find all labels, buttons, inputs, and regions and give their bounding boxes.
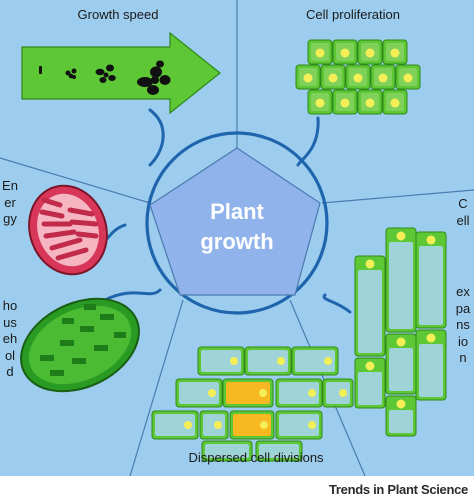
mitochondrion-icon — [28, 184, 108, 276]
proliferating-cell — [345, 64, 371, 90]
proliferating-cell — [320, 64, 346, 90]
cell-expansion-cluster — [354, 227, 447, 437]
segment-dividers — [0, 0, 474, 476]
proliferating-cell — [307, 39, 333, 65]
dispersed-divisions-cluster — [151, 346, 354, 462]
proliferating-cell — [382, 89, 408, 115]
dividing-cell — [222, 378, 274, 408]
tissue-cell — [322, 378, 354, 408]
tissue-cell — [291, 346, 339, 376]
expanding-cell — [385, 333, 417, 395]
label-growth-speed: Growth speed — [78, 7, 159, 22]
label-cell-expansion-line1: Cell — [456, 196, 470, 228]
chloroplast-icon — [20, 297, 140, 393]
expanding-cell — [415, 231, 447, 329]
tissue-cell — [197, 346, 245, 376]
proliferating-cell — [357, 89, 383, 115]
tissue-cell — [175, 378, 223, 408]
label-energy-line1: Energy — [2, 178, 18, 226]
label-energy-line2: household — [2, 298, 18, 379]
center-title-line2: growth — [200, 229, 273, 254]
tissue-cell — [151, 410, 199, 440]
label-cell-expansion-line2: expansion — [455, 284, 471, 365]
proliferating-cell — [332, 89, 358, 115]
expanding-cell — [385, 395, 417, 437]
tissue-cell — [199, 410, 229, 440]
proliferating-cell — [307, 89, 333, 115]
proliferating-cell — [332, 39, 358, 65]
proliferating-cell — [382, 39, 408, 65]
expanding-cell — [385, 227, 417, 333]
tissue-cell — [275, 410, 323, 440]
growth-ring — [145, 131, 329, 315]
tissue-cell — [244, 346, 292, 376]
cell-proliferation-cluster — [295, 39, 421, 115]
plant-growth-diagram: Growth speed Cell proliferation Disperse… — [0, 0, 474, 476]
journal-footer: Trends in Plant Science — [328, 482, 468, 497]
seedling-icons — [39, 60, 171, 95]
tissue-cell — [275, 378, 323, 408]
expanding-cell — [354, 357, 386, 409]
center-title-line1: Plant — [210, 199, 264, 224]
expanding-cell — [415, 329, 447, 401]
proliferating-cell — [357, 39, 383, 65]
proliferating-cell — [370, 64, 396, 90]
tissue-cell — [255, 440, 303, 462]
proliferating-cell — [295, 64, 321, 90]
label-cell-proliferation: Cell proliferation — [306, 7, 400, 22]
growth-speed-arrow — [21, 31, 221, 115]
tissue-cell — [201, 440, 253, 462]
center-pentagon — [149, 147, 321, 296]
proliferating-cell — [395, 64, 421, 90]
label-dispersed-divisions: Dispersed cell divisions — [188, 450, 324, 465]
expanding-cell — [354, 255, 386, 357]
dividing-cell — [229, 410, 275, 440]
